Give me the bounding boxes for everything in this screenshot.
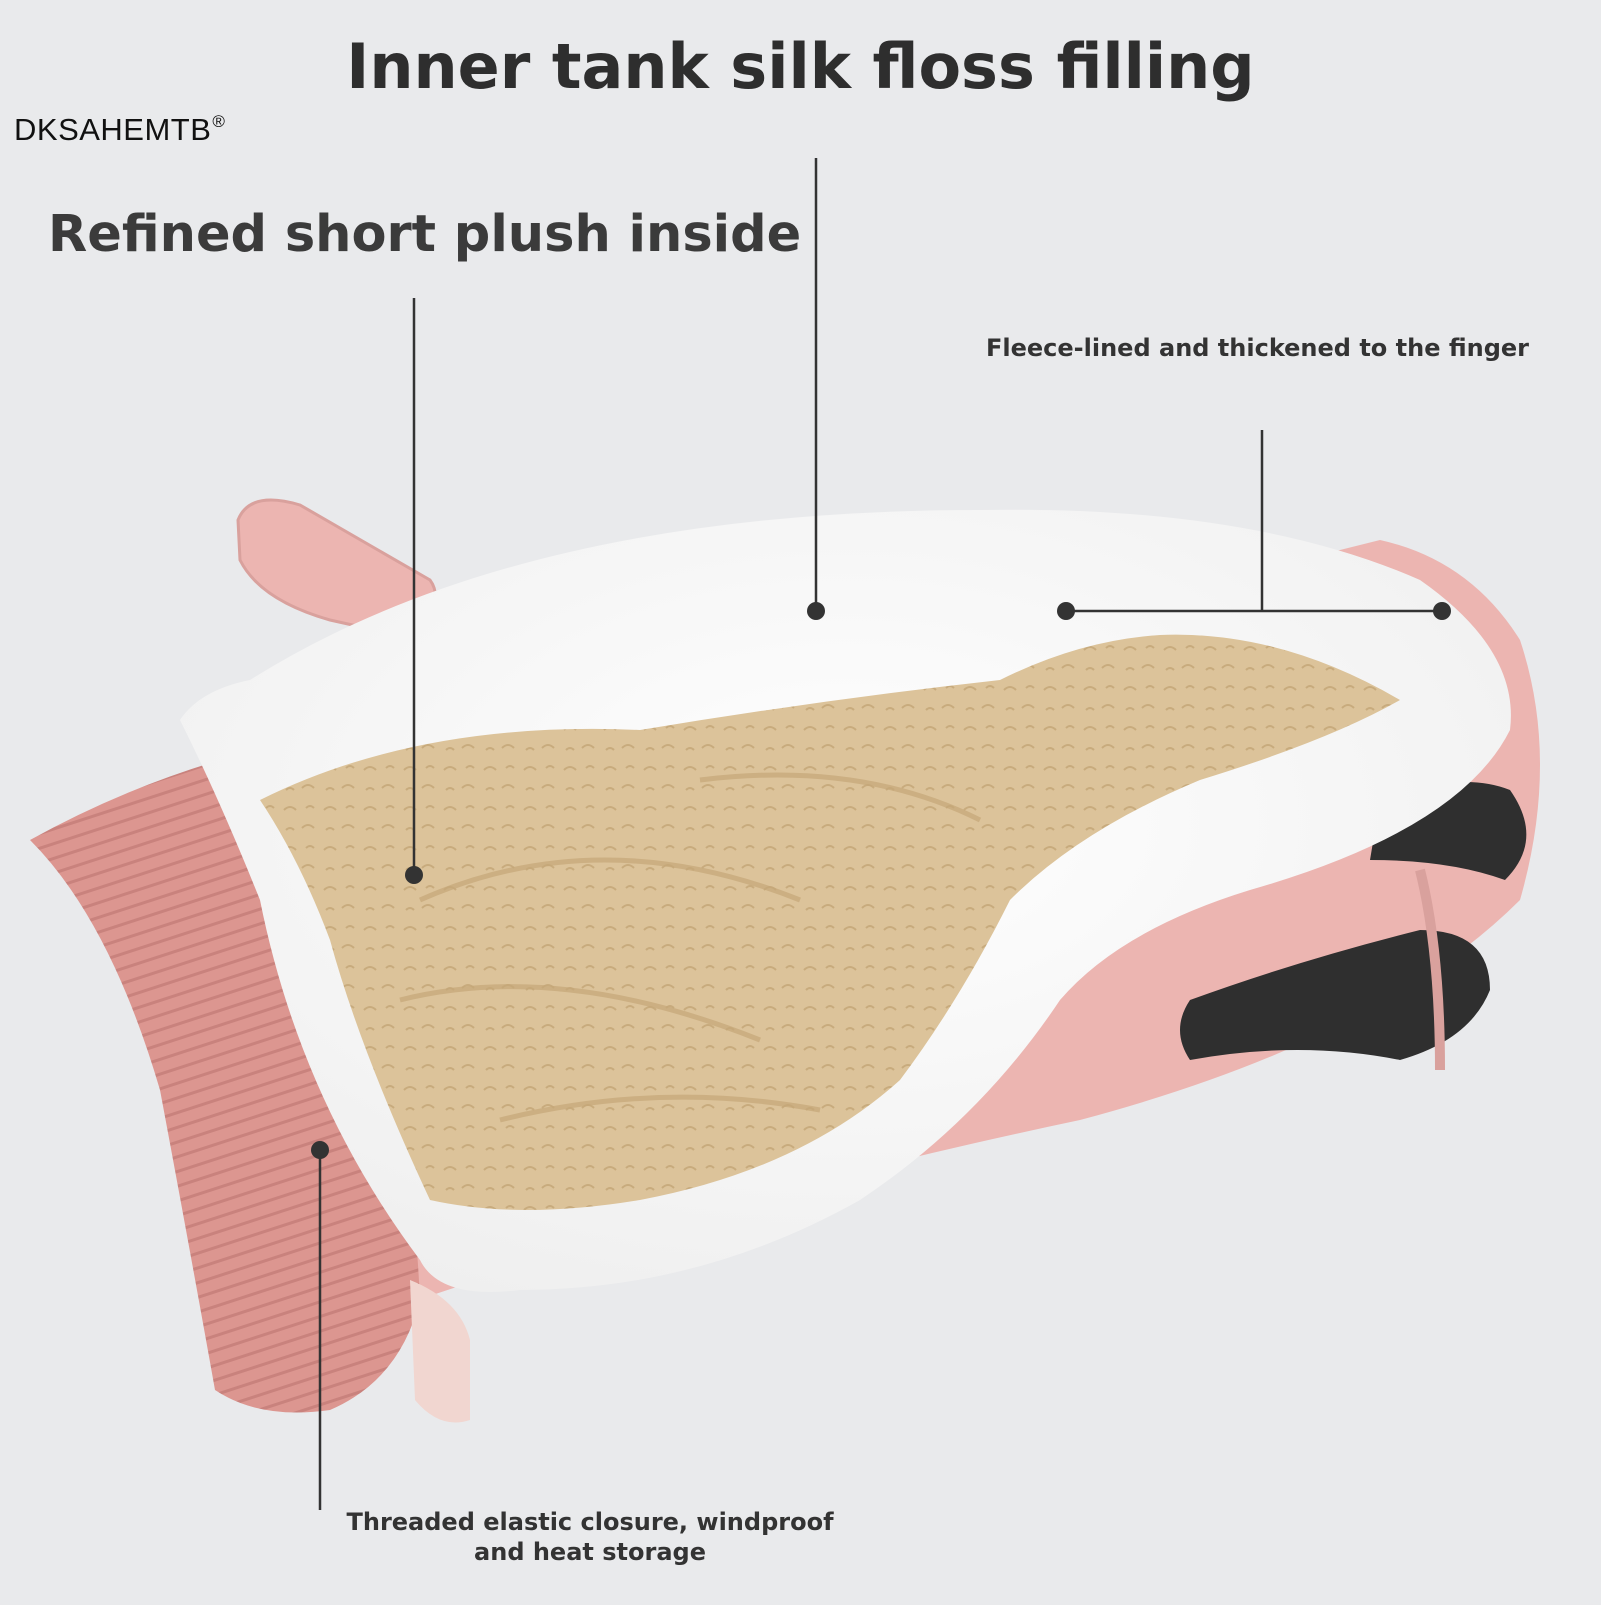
finger-strip-lower [1180, 930, 1490, 1060]
brand-name: DKSAHEMTB [14, 112, 212, 147]
headline: Inner tank silk floss filling [346, 30, 1255, 103]
registered-mark: ® [212, 112, 226, 131]
callout-closure: Threaded elastic closure, windproof and … [300, 1507, 880, 1567]
callout-fleece: Fleece-lined and thickened to the finger [986, 334, 1529, 362]
subheadline: Refined short plush inside [48, 205, 802, 264]
plush-fold [399, 772, 982, 1123]
cuff-band [410, 1280, 470, 1423]
callout-closure-line2: and heat storage [474, 1538, 706, 1566]
leader-lines [311, 158, 1451, 1510]
finger-divider [1415, 868, 1445, 1071]
callout-closure-line1: Threaded elastic closure, windproof [346, 1508, 834, 1536]
short-plush-lining [260, 634, 1400, 1210]
brand-logo: DKSAHEMTB® [14, 112, 225, 148]
